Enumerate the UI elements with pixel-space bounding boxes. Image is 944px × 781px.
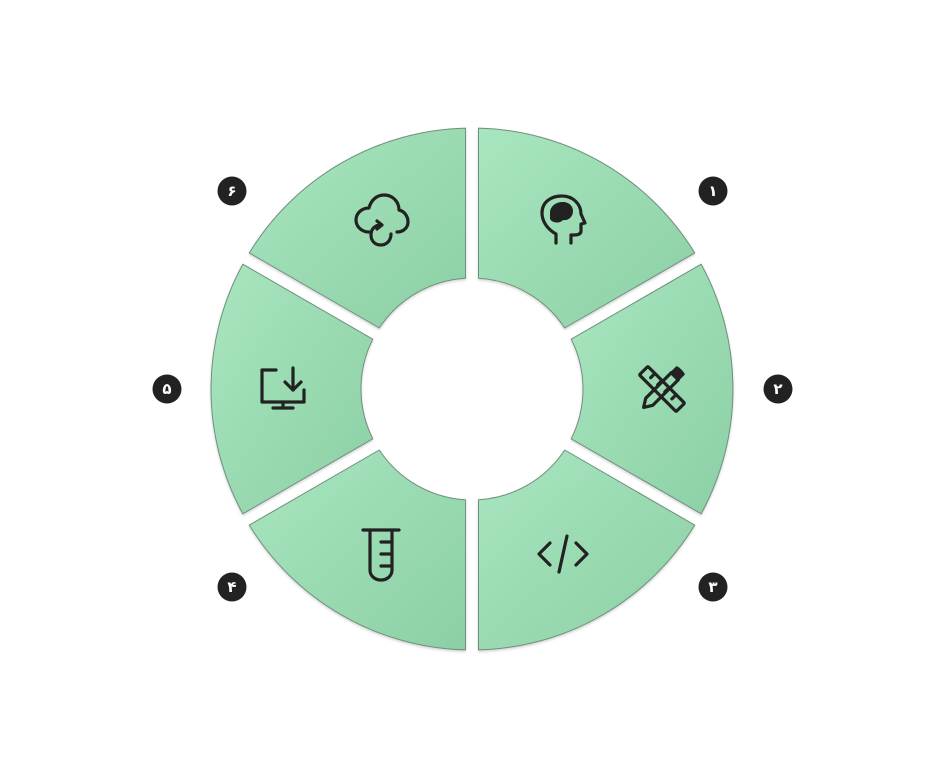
step-badge-5: ۵ bbox=[152, 374, 182, 404]
ruler-pencil-icon bbox=[638, 365, 686, 413]
step-badge-1: ۱ bbox=[698, 176, 728, 206]
segment-4 bbox=[248, 449, 466, 651]
icons-group bbox=[260, 193, 686, 582]
segment-3 bbox=[478, 449, 696, 651]
step-badge-4: ۴ bbox=[217, 572, 247, 602]
step-number-3: ۳ bbox=[708, 578, 717, 596]
head-brain-icon bbox=[540, 194, 587, 245]
code-icon bbox=[537, 534, 589, 574]
step-number-5: ۵ bbox=[162, 380, 171, 398]
segment-1 bbox=[478, 127, 696, 329]
step-number-1: ۱ bbox=[708, 182, 717, 200]
step-number-2: ۲ bbox=[773, 380, 782, 398]
cloud-sync-icon bbox=[354, 193, 410, 247]
step-badge-2: ۲ bbox=[763, 374, 793, 404]
step-number-4: ۴ bbox=[227, 578, 236, 596]
monitor-download-icon bbox=[260, 366, 306, 410]
step-badge-3: ۳ bbox=[698, 572, 728, 602]
step-badge-6: ۶ bbox=[217, 176, 247, 206]
step-number-6: ۶ bbox=[227, 182, 236, 200]
test-tube-icon bbox=[361, 528, 401, 582]
badges-group: ۱ ۲ ۳ ۴ ۵ ۶ bbox=[152, 176, 793, 602]
